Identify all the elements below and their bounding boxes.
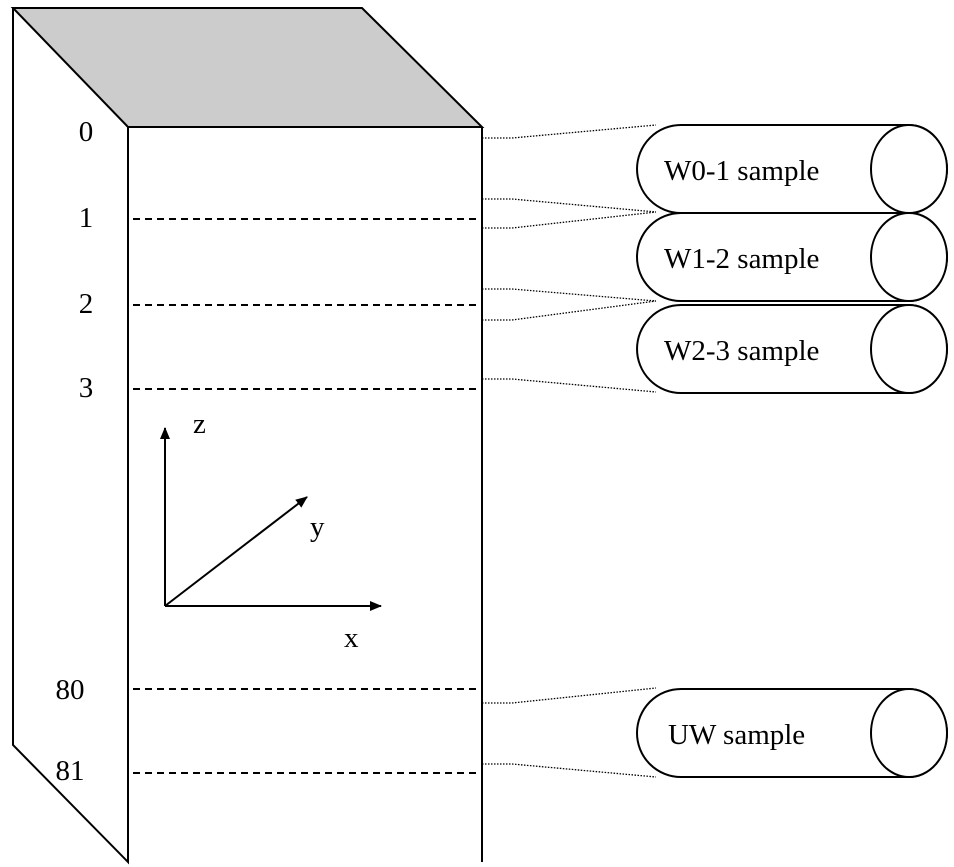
sample-w01-end-cap <box>870 124 948 214</box>
sample-w12-end-cap <box>870 212 948 302</box>
sample-w01-label: W0-1 sample <box>664 155 819 187</box>
coordinate-axes: z y x <box>160 408 382 654</box>
sample-w23-end-cap <box>870 304 948 394</box>
depth-label-1: 1 <box>79 202 94 234</box>
sample-w01: W0-1 sample <box>636 124 948 214</box>
connector-w12-bottom <box>482 288 657 302</box>
y-axis-arrow <box>164 496 308 607</box>
depth-markers: 0 1 2 3 80 81 <box>56 116 482 787</box>
depth-label-81: 81 <box>56 755 85 787</box>
y-axis-label: y <box>310 511 325 543</box>
sample-w23-label: W2-3 sample <box>664 335 819 367</box>
connector-w23-bottom <box>482 378 657 393</box>
depth-label-2: 2 <box>79 288 94 320</box>
sample-w12-label: W1-2 sample <box>664 243 819 275</box>
soil-column <box>10 7 485 865</box>
sample-uw-end-cap <box>870 688 948 778</box>
column-top-face <box>10 7 485 128</box>
connector-w12-top <box>482 211 657 229</box>
column-left-face <box>12 8 129 865</box>
connector-w01-top <box>482 124 657 139</box>
sample-w23: W2-3 sample <box>636 304 948 394</box>
depth-label-3: 3 <box>79 372 94 404</box>
depth-label-80: 80 <box>56 674 85 706</box>
depth-label-0: 0 <box>79 116 94 148</box>
x-axis-label: x <box>344 622 359 654</box>
connector-w23-top <box>482 300 657 321</box>
connector-uw-top <box>482 687 657 704</box>
connector-uw-bottom <box>482 763 657 778</box>
connector-w01-bottom <box>482 198 657 213</box>
sample-w12: W1-2 sample <box>636 212 948 302</box>
sample-connectors <box>482 124 657 778</box>
sample-uw: UW sample <box>636 688 948 778</box>
z-axis-label: z <box>193 408 206 440</box>
sample-uw-label: UW sample <box>668 719 805 751</box>
